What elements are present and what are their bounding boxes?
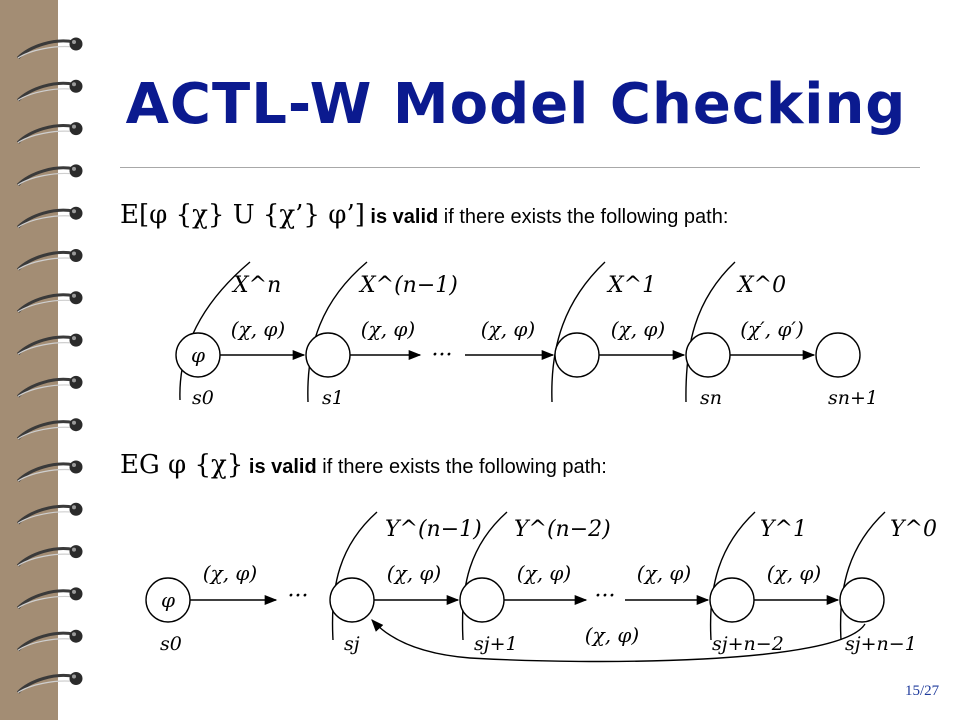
statement-globally: EG φ {χ} is valid if there exists the fo…	[120, 450, 607, 480]
edge-label: (χ, φ)	[231, 317, 285, 341]
edge-label: (χ, φ)	[203, 561, 257, 585]
state-label: sj+n−2	[712, 633, 784, 655]
state-node-sjn1	[839, 577, 885, 623]
ellipsis: ···	[432, 343, 453, 368]
state-node-sn1	[815, 332, 861, 378]
state-label: s0	[160, 633, 182, 655]
state-label: sn	[700, 387, 722, 409]
ellipsis: ···	[595, 584, 616, 609]
region-label: Y^(n−1)	[385, 517, 482, 542]
state-label: s0	[192, 387, 214, 409]
back-edge-label: (χ, φ)	[585, 623, 639, 647]
edge-label: (χ, φ)	[361, 317, 415, 341]
region-label: X^0	[736, 273, 786, 298]
region-label: Y^1	[760, 517, 807, 542]
spiral-binding-icon	[0, 0, 112, 720]
region-label: X^(n−1)	[358, 273, 458, 298]
state-label: sj	[344, 633, 360, 655]
state-label: sn+1	[828, 387, 878, 409]
state-node-s1	[305, 332, 351, 378]
valid-keyword: is valid	[248, 456, 317, 478]
slide-title: ACTL-W Model Checking	[125, 72, 907, 137]
globally-formula: EG φ {χ}	[120, 450, 244, 480]
edge-label: (χ, φ)	[767, 561, 821, 585]
title-divider	[120, 167, 920, 168]
statement-rest: if there exists the following path:	[443, 206, 729, 228]
globally-path-diagram: φ ··· ··· (χ, φ) (χ, φ) (χ, φ) (χ, φ) (χ…	[145, 511, 937, 663]
state-node-sn-1	[554, 332, 600, 378]
region-label: Y^0	[890, 517, 937, 542]
state-label: s1	[322, 387, 344, 409]
until-formula: E[φ {χ} U {χ’} φ’]	[120, 200, 365, 230]
state-node-sj1	[459, 577, 505, 623]
until-path-diagram: φ ··· (χ, φ) (χ, φ) (χ, φ) (χ, φ) (χ′, φ…	[175, 261, 878, 409]
ellipsis: ···	[288, 584, 309, 609]
state-label: sj+n−1	[845, 633, 917, 655]
edge-label: (χ, φ)	[387, 561, 441, 585]
state-node-sjn2	[709, 577, 755, 623]
edge-label: (χ, φ)	[611, 317, 665, 341]
back-edge-arrow	[371, 619, 866, 663]
statement-rest: if there exists the following path:	[322, 456, 607, 478]
region-label: X^n	[231, 273, 281, 298]
statement-until: E[φ {χ} U {χ’} φ’] is valid if there exi…	[120, 200, 728, 230]
edge-label: (χ, φ)	[637, 561, 691, 585]
state-node-sj	[329, 577, 375, 623]
region-label: X^1	[606, 273, 656, 298]
edge-label: (χ, φ)	[517, 561, 571, 585]
valid-keyword: is valid	[370, 206, 439, 228]
page-number: 15/27	[905, 683, 940, 699]
region-label: Y^(n−2)	[514, 517, 611, 542]
edge-label: (χ, φ)	[481, 317, 535, 341]
state-node-sn	[685, 332, 731, 378]
node-label-phi: φ	[161, 588, 175, 612]
edge-label: (χ′, φ′)	[740, 317, 804, 341]
state-label: sj+1	[474, 633, 518, 655]
node-label-phi: φ	[191, 343, 205, 367]
